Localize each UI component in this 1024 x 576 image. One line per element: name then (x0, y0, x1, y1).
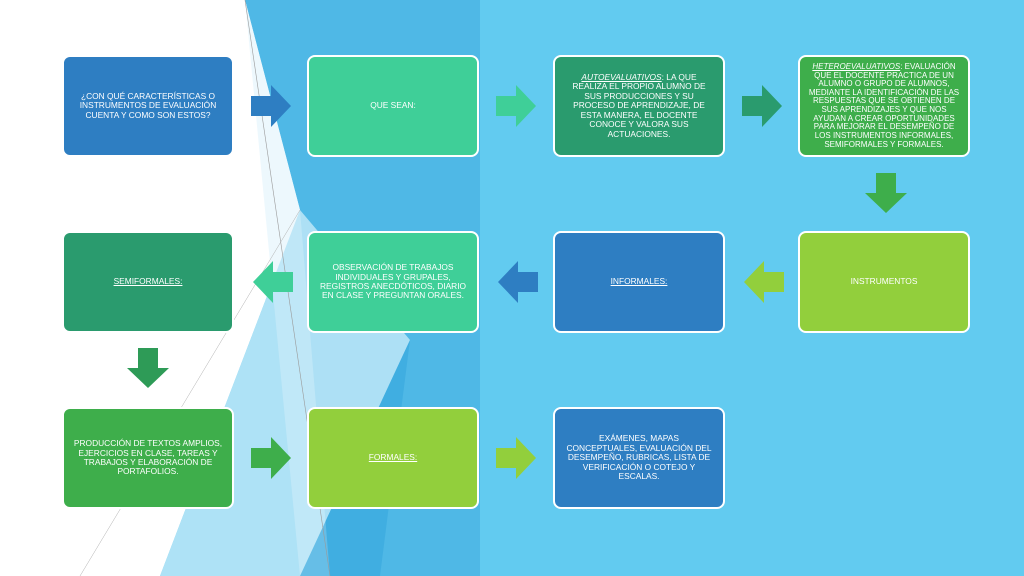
box-formales-text: FORMALES: (368, 452, 418, 463)
heteroevaluativos-text: : EVALUACIÓN QUE EL DOCENTE PRACTICA DE … (808, 61, 960, 149)
arrow-right-3 (742, 85, 782, 127)
arrow-right-5 (496, 437, 536, 479)
box-informales-text: INFORMALES: (610, 276, 668, 287)
box-examenes-text: EXÁMENES, MAPAS CONCEPTUALES, EVALUACIÓN… (566, 433, 712, 482)
arrow-right-1 (251, 85, 291, 127)
box-formales: FORMALES: (307, 407, 479, 509)
box-produccion-text: PRODUCCIÓN DE TEXTOS AMPLIOS, EJERCICIOS… (73, 438, 223, 477)
box-autoevaluativos: AUTOEVALUATIVOS: LA QUE REALIZA EL PROPI… (553, 55, 725, 157)
box-instrumentos-text: INSTRUMENTOS (850, 276, 918, 287)
box-produccion: PRODUCCIÓN DE TEXTOS AMPLIOS, EJERCICIOS… (62, 407, 234, 509)
box-heteroevaluativos: HETEROEVALUATIVOS: EVALUACIÓN QUE EL DOC… (798, 55, 970, 157)
arrow-right-2 (496, 85, 536, 127)
box-semiformales-text: SEMIFORMALES: (113, 276, 183, 287)
box-semiformales: SEMIFORMALES: (62, 231, 234, 333)
arrow-left-2 (498, 261, 538, 303)
box-instrumentos: INSTRUMENTOS (798, 231, 970, 333)
box-observacion-text: OBSERVACIÓN DE TRABAJOS INDIVIDUALES Y G… (319, 262, 467, 301)
autoevaluativos-term: AUTOEVALUATIVOS (581, 72, 662, 83)
box-que-sean-text: QUE SEAN: (370, 100, 416, 111)
box-examenes: EXÁMENES, MAPAS CONCEPTUALES, EVALUACIÓN… (553, 407, 725, 509)
box-question-text: ¿CON QUÉ CARACTERÍSTICAS O INSTRUMENTOS … (79, 90, 217, 120)
box-informales: INFORMALES: (553, 231, 725, 333)
arrow-right-4 (251, 437, 291, 479)
arrow-left-1 (744, 261, 784, 303)
heteroevaluativos-term: HETEROEVALUATIVOS (812, 61, 901, 71)
arrow-down-1 (865, 173, 907, 213)
box-observacion: OBSERVACIÓN DE TRABAJOS INDIVIDUALES Y G… (307, 231, 479, 333)
box-question: ¿CON QUÉ CARACTERÍSTICAS O INSTRUMENTOS … (62, 55, 234, 157)
autoevaluativos-text: : LA QUE REALIZA EL PROPIO ALUMNO DE SUS… (572, 72, 706, 139)
arrow-down-2 (127, 348, 169, 388)
arrow-left-3 (253, 261, 293, 303)
box-que-sean: QUE SEAN: (307, 55, 479, 157)
